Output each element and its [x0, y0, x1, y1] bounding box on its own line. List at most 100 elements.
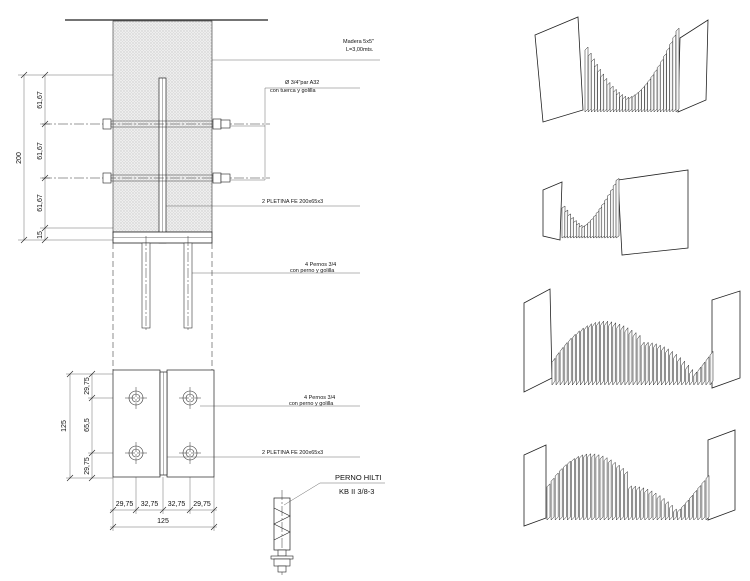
render-fin — [595, 210, 600, 239]
render-fin — [628, 329, 633, 386]
render-fin — [546, 483, 551, 521]
render-fin — [579, 454, 583, 521]
render-fin — [580, 327, 584, 386]
render-fin — [657, 344, 661, 386]
render-fin — [570, 216, 574, 239]
label-pletina-elev: 2 PLETINA FE 200x65x3 — [262, 199, 323, 205]
render-fin — [599, 455, 604, 521]
render-fin — [705, 474, 710, 521]
render-fin — [705, 355, 710, 386]
render-fin — [636, 334, 641, 386]
render-fin — [620, 324, 625, 386]
render-fin — [595, 454, 600, 521]
render-fin — [561, 205, 566, 239]
render-fin — [587, 453, 592, 521]
render-fin — [591, 58, 595, 113]
label-pernos-plan-1: 4 Pernos 3/4 — [304, 395, 335, 401]
render-fin — [648, 342, 653, 386]
render-fin — [709, 350, 714, 386]
render-fin — [697, 366, 702, 386]
label-madera-1: Madera 5x5" — [343, 39, 374, 45]
render-fin — [615, 177, 620, 239]
render-fin — [697, 484, 702, 521]
render-fin — [567, 337, 572, 386]
render-fin — [612, 183, 617, 239]
render-fin — [576, 330, 580, 386]
label-pernos-elev-1: 4 Pernos 3/4 — [305, 262, 336, 268]
dim-segment-3: 61,67 — [37, 194, 44, 212]
render-fin — [636, 486, 640, 521]
render-fin — [648, 490, 653, 521]
render-fin — [663, 52, 667, 113]
render-fin — [596, 320, 600, 386]
render-fin — [603, 457, 608, 521]
elevation-labels: Madera 5x5" L=3,00mts. Ø 3/4"par A32 con… — [166, 39, 380, 274]
render-fin — [693, 371, 698, 386]
plan-dim-v-overall: 125 — [61, 420, 68, 432]
label-hilti-2: KB II 3/8-3 — [339, 487, 374, 496]
render-fin — [597, 68, 601, 113]
render-fin — [644, 341, 649, 386]
render-fin — [591, 453, 596, 521]
label-pernos-elev-2: con perno y golilla — [290, 268, 335, 274]
render-fin — [628, 95, 633, 113]
render-fin — [631, 94, 636, 113]
render-fin — [669, 504, 673, 521]
render-fin — [598, 206, 603, 239]
render-fin — [578, 224, 583, 239]
render-fin — [673, 508, 677, 521]
render-fin — [685, 499, 689, 521]
render-fin — [638, 89, 642, 113]
plan-dim-h-4: 29,75 — [193, 501, 211, 508]
render-fin — [575, 455, 579, 521]
dim-segment-4: 15 — [37, 231, 44, 239]
render-fin — [681, 503, 685, 521]
elevation-view: 61,67 61,67 61,67 15 200 Madera 5x5" L=3… — [16, 19, 380, 370]
render-fin — [584, 46, 589, 113]
render-fin — [551, 357, 556, 386]
render-fin — [701, 361, 706, 386]
render-fin — [616, 464, 620, 521]
render-fin — [563, 463, 567, 521]
render-fin — [583, 453, 587, 521]
dim-segment-2: 61,67 — [37, 142, 44, 160]
render-fin — [607, 193, 611, 239]
plan-view: 29,75 65,5 29,75 125 29,75 32,75 32,75 2… — [61, 369, 360, 531]
render-fin — [653, 343, 657, 386]
plan-plate-left — [112, 369, 161, 478]
render-fin — [677, 356, 681, 386]
bolt-upper — [42, 118, 270, 130]
render-fin — [664, 500, 669, 521]
render-fin — [640, 341, 645, 386]
render-fin — [604, 320, 608, 386]
render-fin — [563, 341, 568, 386]
render-fin — [701, 479, 706, 521]
plan-dim-h-2: 32,75 — [141, 501, 159, 508]
rendering-3 — [523, 288, 741, 393]
render-fin — [564, 209, 569, 239]
render-fin — [603, 77, 608, 113]
rendering-4 — [523, 429, 736, 527]
render-fin — [661, 346, 665, 386]
hilti-anchor-detail: PERNO HILTI KB II 3/8-3 — [270, 473, 385, 575]
render-fin — [600, 320, 604, 386]
render-fin — [634, 91, 639, 113]
render-fin — [685, 364, 689, 386]
render-fin — [656, 494, 661, 521]
rendering-1 — [534, 16, 709, 123]
render-fin — [672, 34, 677, 113]
render-fin — [689, 494, 693, 521]
label-pernos-plan-2: con perno y golilla — [289, 401, 334, 407]
render-fin — [632, 331, 637, 386]
label-hilti-1: PERNO HILTI — [335, 473, 382, 482]
plan-vertical-dimensions: 29,75 65,5 29,75 125 — [61, 370, 113, 482]
plan-labels: 4 Pernos 3/4 con perno y golilla 2 PLETI… — [167, 395, 360, 458]
render-fin — [622, 95, 626, 113]
render-fin — [604, 198, 608, 239]
render-fin — [587, 220, 591, 239]
anchor-rod-left — [141, 236, 151, 332]
render-fin — [640, 487, 645, 521]
render-fin — [681, 360, 685, 386]
render-fin — [610, 188, 614, 239]
render-fin — [689, 368, 693, 386]
